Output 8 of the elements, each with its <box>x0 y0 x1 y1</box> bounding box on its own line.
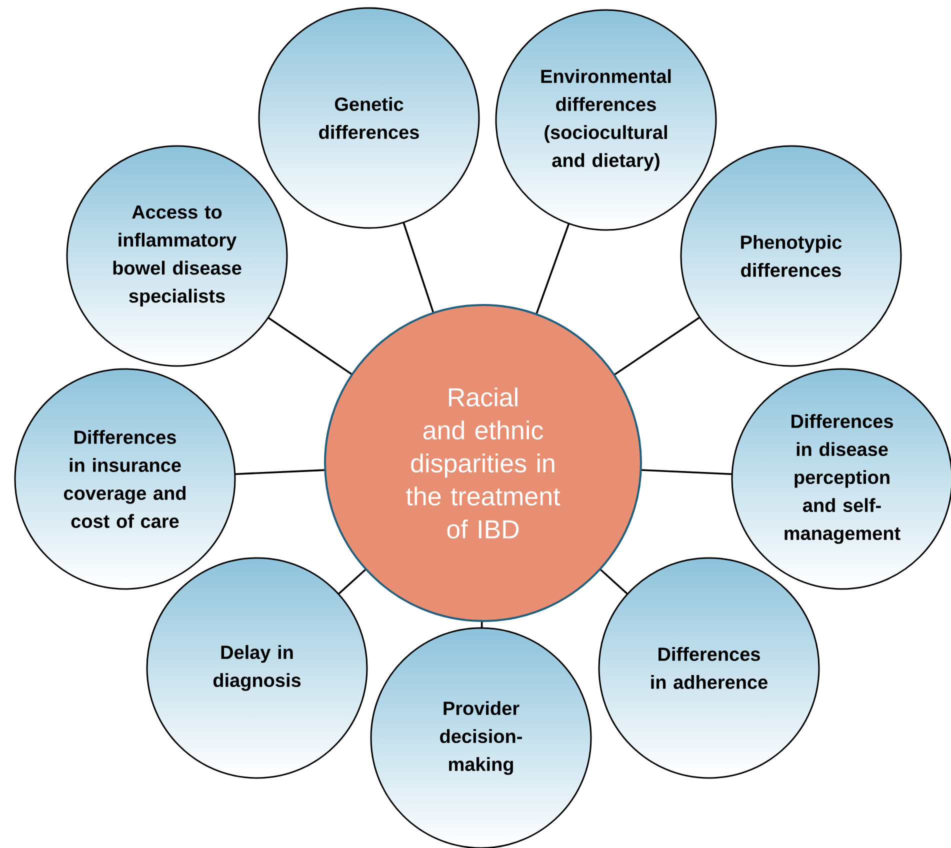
connector-line <box>268 316 353 376</box>
connector-line <box>402 222 434 314</box>
connector-line <box>599 568 628 595</box>
connector-line <box>234 469 326 475</box>
connector-line <box>535 223 570 315</box>
connector-line <box>614 316 700 376</box>
connector-line <box>640 469 732 475</box>
connector-line <box>338 568 367 595</box>
